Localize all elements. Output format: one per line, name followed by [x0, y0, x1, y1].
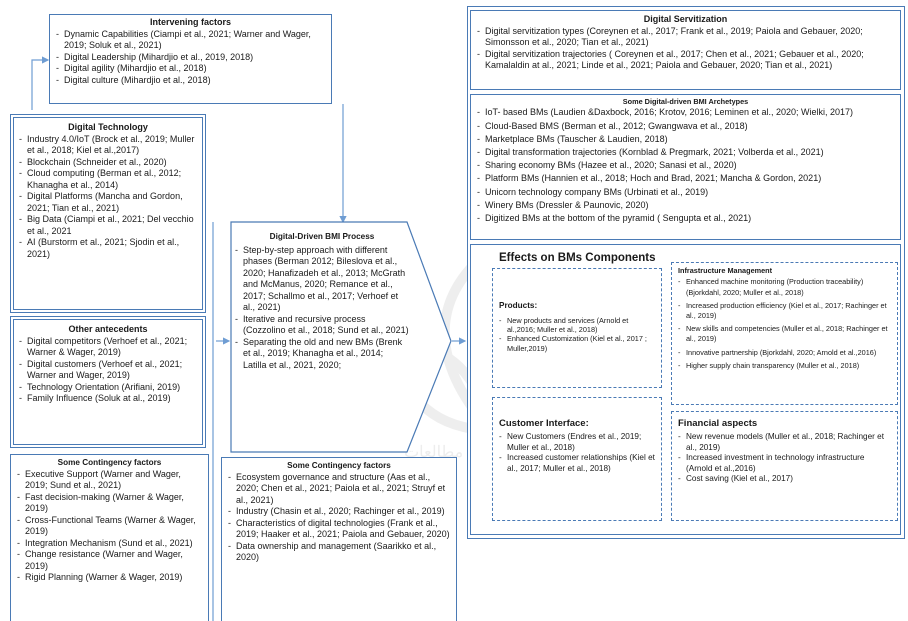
list-item: Cross-Functional Teams (Warner & Wager, … [17, 515, 202, 538]
list-item: Step-by-step approach with different pha… [235, 245, 409, 314]
list-item: Iterative and recursive process (Cozzoli… [235, 314, 409, 337]
other-antecedents-list: Digital competitors (Verhoef et al., 202… [19, 336, 197, 405]
list-item: Separating the old and new BMs (Brenk et… [235, 337, 409, 372]
list-item: Big Data (Ciampi et al., 2021; Del vecch… [19, 214, 197, 237]
financial-aspects-list: New revenue models (Muller et al., 2018;… [678, 432, 891, 485]
list-item: Data ownership and management (Saarikko … [228, 541, 450, 564]
list-item: Digital servitization types (Coreynen et… [477, 26, 894, 49]
list-item: New products and services (Arnold et al.… [499, 316, 655, 335]
list-item: Unicorn technology company BMs (Urbinati… [477, 186, 894, 199]
contingency-factors-middle-box: Some Contingency factors Ecosystem gover… [221, 457, 457, 621]
list-item: Digital competitors (Verhoef et al., 202… [19, 336, 197, 359]
other-antecedents-box: Other antecedents Digital competitors (V… [10, 316, 206, 448]
list-item: New Customers (Endres et al., 2019; Mull… [499, 432, 655, 453]
list-item: Digital Leadership (Mihardjio et al., 20… [56, 52, 325, 64]
list-item: Digital servitization trajectories ( Cor… [477, 49, 894, 72]
products-title: Products: [499, 301, 538, 310]
digital-servitization-list: Digital servitization types (Coreynen et… [477, 26, 894, 72]
list-item: Change resistance (Warner and Wager, 201… [17, 549, 202, 572]
list-item: Digital culture (Mihardjio et al., 2018) [56, 75, 325, 87]
list-item: Enhanced machine monitoring (Production … [678, 277, 891, 297]
customer-interface-box: Customer Interface: New Customers (Endre… [492, 397, 662, 521]
products-box: Products: New products and services (Arn… [492, 268, 662, 388]
list-item: Enhanced Customization (Kiel et al., 201… [499, 334, 655, 353]
list-item: Integration Mechanism (Sund et al., 2021… [17, 538, 202, 550]
infrastructure-title: Infrastructure Management [678, 266, 773, 275]
list-item: Digital transformation trajectories (Kor… [477, 146, 894, 159]
list-item: Executive Support (Warner and Wager, 201… [17, 469, 202, 492]
digital-technology-title: Digital Technology [68, 122, 148, 132]
list-item: Increased investment in technology infra… [678, 453, 891, 474]
digital-technology-list: Industry 4.0/IoT (Brock et al., 2019; Mu… [19, 134, 197, 261]
customer-interface-title: Customer Interface: [499, 418, 589, 429]
list-item: Increased production efficiency (Kiel et… [678, 301, 891, 321]
contingency-middle-title: Some Contingency factors [287, 461, 391, 470]
list-item: Blockchain (Schneider et al., 2020) [19, 157, 197, 169]
arrow-technology-to-intervening [31, 56, 50, 110]
list-item: Innovative partnership (Bjorkdahl, 2020;… [678, 348, 891, 358]
list-item: Cloud-Based BMS (Berman et al., 2012; Gw… [477, 120, 894, 133]
list-item: Digital Platforms (Mancha and Gordon, 20… [19, 191, 197, 214]
contingency-left-title: Some Contingency factors [57, 458, 162, 467]
list-item: Technology Orientation (Arifiani, 2019) [19, 382, 197, 394]
financial-aspects-box: Financial aspects New revenue models (Mu… [671, 411, 898, 521]
list-item: Cost saving (Kiel et al., 2017) [678, 474, 891, 485]
list-item: IoT- based BMs (Laudien &Daxbock, 2016; … [477, 106, 894, 119]
list-item: Marketplace BMs (Tauscher & Laudien, 201… [477, 133, 894, 146]
list-item: New skills and competencies (Muller et a… [678, 324, 891, 344]
intervening-factors-box: Intervening factors Dynamic Capabilities… [49, 14, 332, 104]
list-item: New revenue models (Muller et al., 2018;… [678, 432, 891, 453]
list-item: Rigid Planning (Warner & Wager, 2019) [17, 572, 202, 584]
bmi-process-box: Digital-Driven BMI Process Step-by-step … [235, 232, 409, 448]
customer-interface-list: New Customers (Endres et al., 2019; Mull… [499, 432, 655, 474]
list-item: Industry 4.0/IoT (Brock et al., 2019; Mu… [19, 134, 197, 157]
bmi-archetypes-list: IoT- based BMs (Laudien &Daxbock, 2016; … [477, 106, 894, 225]
contingency-left-list: Executive Support (Warner and Wager, 201… [17, 469, 202, 584]
list-item: Dynamic Capabilities (Ciampi et al., 202… [56, 29, 325, 52]
list-item: Sharing economy BMs (Hazee et al., 2020;… [477, 159, 894, 172]
list-item: Cloud computing (Berman et al., 2012; Kh… [19, 168, 197, 191]
products-list: New products and services (Arnold et al.… [499, 316, 655, 354]
digital-technology-box: Digital Technology Industry 4.0/IoT (Bro… [10, 114, 206, 313]
contingency-middle-list: Ecosystem governance and structure (Aas … [228, 472, 450, 564]
infrastructure-box: Infrastructure Management Enhanced machi… [671, 262, 898, 405]
list-item: Platform BMs (Hannien et al., 2018; Hoch… [477, 172, 894, 185]
list-item: Winery BMs (Dressler & Paunovic, 2020) [477, 199, 894, 212]
list-item: Digitized BMs at the bottom of the pyram… [477, 212, 894, 225]
financial-aspects-title: Financial aspects [678, 418, 758, 429]
list-item: Ecosystem governance and structure (Aas … [228, 472, 450, 507]
list-item: Fast decision-making (Warner & Wager, 20… [17, 492, 202, 515]
other-antecedents-title: Other antecedents [68, 324, 148, 334]
infrastructure-list: Enhanced machine monitoring (Production … [678, 277, 891, 371]
list-item: Higher supply chain transparency (Muller… [678, 361, 891, 371]
list-item: Family Influence (Soluk at al., 2019) [19, 393, 197, 405]
bmi-archetypes-title: Some Digital-driven BMI Archetypes [622, 97, 749, 106]
list-item: Digital agility (Mihardjio et al., 2018) [56, 63, 325, 75]
list-item: Industry (Chasin et al., 2020; Rachinger… [228, 506, 450, 518]
list-item: Increased customer relationships (Kiel e… [499, 453, 655, 474]
list-item: Characteristics of digital technologies … [228, 518, 450, 541]
list-item: AI (Burstorm et al., 2021; Sjodin et al.… [19, 237, 197, 260]
intervening-factors-list: Dynamic Capabilities (Ciampi et al., 202… [56, 29, 325, 87]
digital-servitization-box: Digital Servitization Digital servitizat… [470, 10, 901, 90]
contingency-factors-left-box: Some Contingency factors Executive Suppo… [10, 454, 209, 621]
bmi-process-title: Digital-Driven BMI Process [269, 232, 375, 241]
intervening-factors-title: Intervening factors [149, 17, 232, 27]
list-item: Digital customers (Verhoef et al., 2021;… [19, 359, 197, 382]
bmi-process-list: Step-by-step approach with different pha… [235, 245, 409, 372]
digital-servitization-title: Digital Servitization [643, 14, 728, 24]
effects-title: Effects on BMs Components [499, 252, 656, 264]
bmi-archetypes-box: Some Digital-driven BMI Archetypes IoT- … [470, 94, 901, 240]
